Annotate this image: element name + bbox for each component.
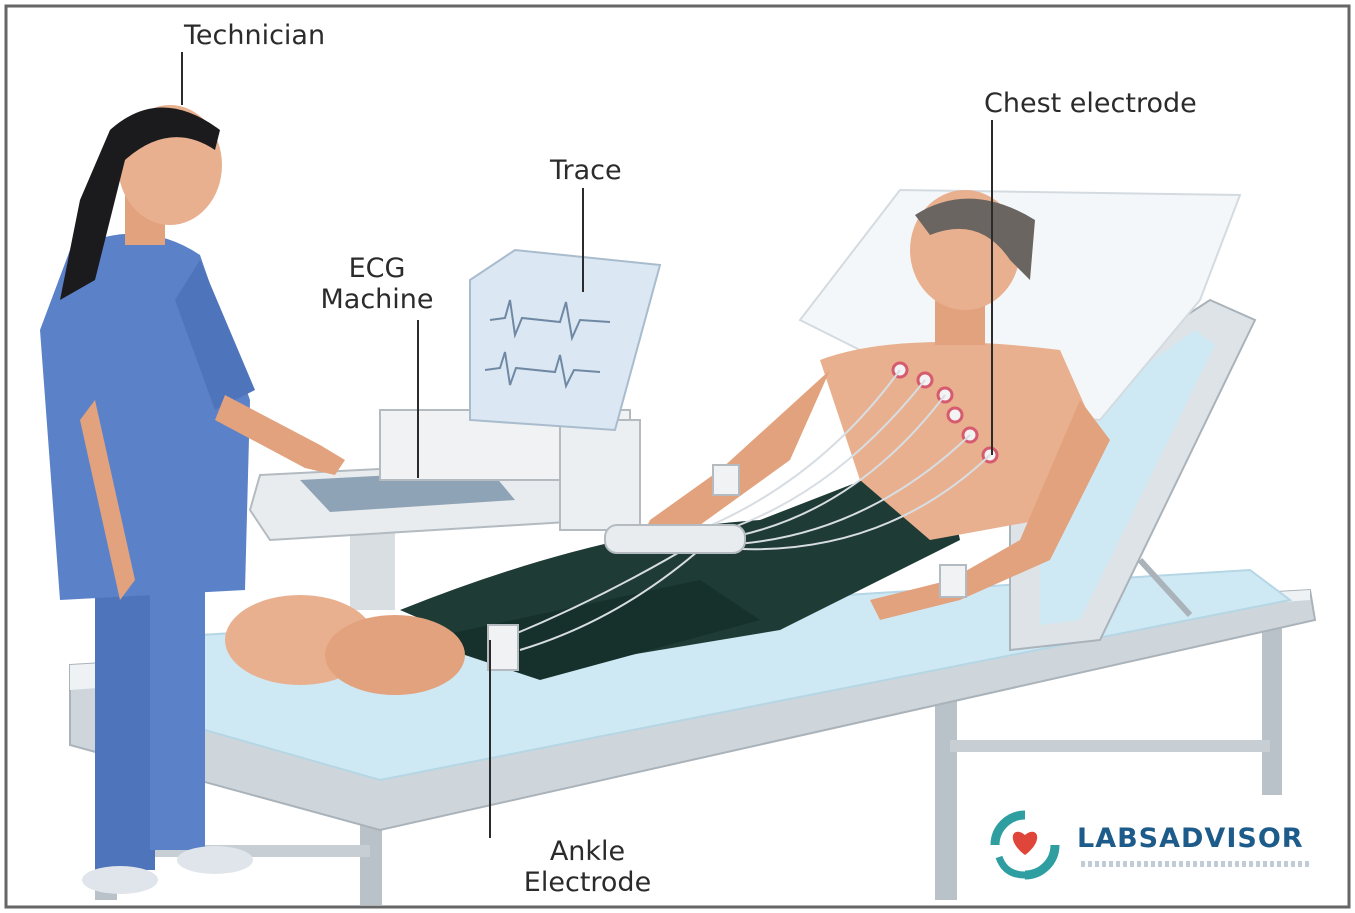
chest-electrode-label-text: Chest electrode (984, 88, 1197, 119)
ankle-electrode-label-line1: Ankle (500, 836, 675, 867)
trace-label-text: Trace (550, 155, 622, 186)
ankle-electrode-label: Ankle Electrode (496, 836, 679, 898)
brand-name: LABSADVISOR (1077, 823, 1304, 854)
trace-paper (470, 250, 660, 430)
ankle-electrode-label-line2: Electrode (500, 867, 675, 898)
ecg-machine-label: ECG Machine (298, 253, 456, 315)
brand-logo: LABSADVISOR (985, 805, 1330, 885)
chest-electrode-label: Chest electrode (980, 88, 1201, 119)
ecg-machine-label-line1: ECG (302, 253, 452, 284)
ankle-electrode (488, 625, 518, 670)
technician-label: Technician (180, 20, 329, 51)
brand-tagline (1081, 861, 1311, 867)
trace-label: Trace (546, 155, 626, 186)
heart-in-hands-logo-icon (985, 805, 1065, 885)
electrode-connector (605, 525, 745, 553)
technician-label-text: Technician (184, 20, 325, 51)
ecg-machine-label-line2: Machine (302, 284, 452, 315)
